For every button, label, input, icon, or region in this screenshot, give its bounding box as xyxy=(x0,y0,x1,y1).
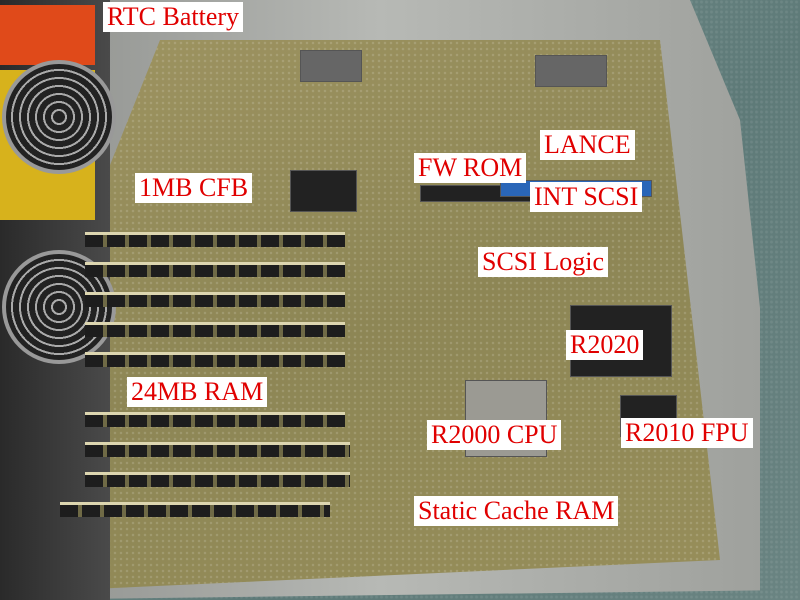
ram-module xyxy=(85,472,350,487)
label-cfb: 1MB CFB xyxy=(135,173,253,203)
ram-module xyxy=(85,412,345,427)
ram-module xyxy=(85,352,345,367)
cfb-chip xyxy=(290,170,357,212)
label-r2000-cpu: R2000 CPU xyxy=(427,420,562,450)
ram-module xyxy=(60,502,330,517)
ram-module xyxy=(85,232,345,247)
label-int-scsi: INT SCSI xyxy=(530,182,643,212)
label-scsi-logic: SCSI Logic xyxy=(478,247,609,277)
label-r2020: R2020 xyxy=(566,330,644,360)
label-ram: 24MB RAM xyxy=(127,377,268,407)
label-r2010-fpu: R2010 FPU xyxy=(621,418,753,448)
label-lance: LANCE xyxy=(540,130,635,160)
label-static-cache-ram: Static Cache RAM xyxy=(414,496,619,526)
serial-connector xyxy=(300,50,362,82)
label-fw-rom: FW ROM xyxy=(414,153,527,183)
ram-module xyxy=(85,442,350,457)
ram-module xyxy=(85,262,345,277)
warning-label xyxy=(0,5,95,65)
ram-module xyxy=(85,292,345,307)
serial-connector xyxy=(535,55,607,87)
label-rtc-battery: RTC Battery xyxy=(103,2,244,32)
ram-module xyxy=(85,322,345,337)
fan-icon xyxy=(2,60,116,174)
